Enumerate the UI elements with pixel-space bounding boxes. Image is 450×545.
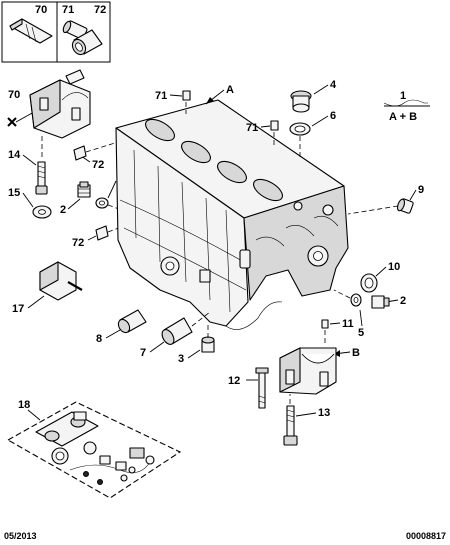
callout-17: 17 xyxy=(12,303,24,315)
callout-11: 11 xyxy=(342,318,354,330)
callout-70: 70 xyxy=(8,89,20,101)
plug-2-left xyxy=(77,181,91,198)
callout-A: A xyxy=(226,84,234,96)
bolt-14 xyxy=(35,161,48,195)
pin-71-lower xyxy=(270,120,279,131)
engine-block xyxy=(115,99,349,330)
tube-8 xyxy=(117,309,147,334)
callout-72-lower: 72 xyxy=(72,237,84,249)
callout-12: 12 xyxy=(228,375,240,387)
stud-12 xyxy=(255,367,269,409)
tube-7 xyxy=(161,317,193,345)
callout-2-right: 2 xyxy=(400,295,406,307)
callout-14: 14 xyxy=(8,149,21,161)
plug-3 xyxy=(201,336,215,353)
callout-6: 6 xyxy=(330,110,336,122)
header-box-group: 70 71 72 xyxy=(1,1,111,63)
callout-13: 13 xyxy=(318,407,330,419)
callout-71-lower: 71 xyxy=(246,122,258,134)
centering-sleeve-icon xyxy=(71,29,103,56)
seal-ring-5-right xyxy=(350,293,362,307)
main-bearing-cap xyxy=(279,347,337,395)
callout-18: 18 xyxy=(18,399,30,411)
footer-date: 05/2013 xyxy=(4,531,37,541)
callout-4: 4 xyxy=(330,79,337,91)
footer-reference-number: 00008817 xyxy=(406,531,446,541)
pin-11 xyxy=(321,319,329,329)
plug-2-right xyxy=(371,295,390,309)
dowel-bolt-icon xyxy=(9,18,53,44)
header-box-label-72: 72 xyxy=(94,4,106,16)
header-box-label-70: 70 xyxy=(35,4,47,16)
callout-72-upper: 72 xyxy=(92,159,104,171)
sleeve-9 xyxy=(396,198,414,214)
legend-text: A + B xyxy=(389,111,417,123)
callout-B: B xyxy=(352,347,360,359)
sleeve-72-lower xyxy=(95,225,109,241)
seal-6 xyxy=(289,122,311,136)
gasket-kit-18 xyxy=(6,401,182,499)
legend-number: 1 xyxy=(400,90,406,102)
washer-15 xyxy=(32,205,52,219)
callout-5-right: 5 xyxy=(358,327,364,339)
callout-8: 8 xyxy=(96,333,102,345)
callout-15: 15 xyxy=(8,187,20,199)
callout-7: 7 xyxy=(140,347,146,359)
callout-10: 10 xyxy=(388,261,400,273)
callout-3: 3 xyxy=(178,353,184,365)
bracket-17 xyxy=(39,261,83,301)
ring-10 xyxy=(360,273,378,293)
header-box-label-71: 71 xyxy=(62,4,74,16)
bearing-cap-bracket xyxy=(29,69,91,139)
cross-marker-icon xyxy=(7,117,17,127)
seal-ring-5-left xyxy=(95,197,109,209)
bolt-13 xyxy=(283,405,298,446)
callout-71-upper: 71 xyxy=(155,90,167,102)
callout-9: 9 xyxy=(418,184,424,196)
callout-2-left: 2 xyxy=(60,204,66,216)
assembly-legend: 1 A + B xyxy=(383,90,430,123)
sleeve-72-upper xyxy=(73,145,87,161)
plug-4 xyxy=(290,90,312,113)
pin-71-upper xyxy=(182,90,191,101)
